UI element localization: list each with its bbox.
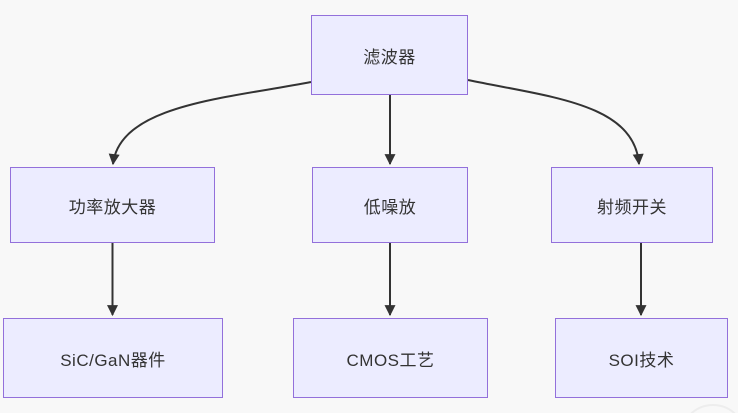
- node-rf-switch: 射频开关: [551, 167, 713, 243]
- node-lna: 低噪放: [312, 167, 468, 243]
- node-filter: 滤波器: [311, 15, 468, 95]
- node-power-amplifier-label: 功率放大器: [68, 197, 157, 217]
- edge-filter-to-rf-switch: [467, 79, 644, 166]
- node-lna-label: 低噪放: [363, 197, 417, 217]
- node-sic-gan-devices-label: SiC/GaN器件: [60, 350, 166, 370]
- watermark-circle-icon: [690, 404, 736, 413]
- node-power-amplifier: 功率放大器: [10, 167, 215, 243]
- node-cmos-process-label: CMOS工艺: [346, 350, 435, 370]
- node-filter-label: 滤波器: [363, 47, 416, 67]
- node-soi-technology: SOI技术: [555, 318, 728, 398]
- node-sic-gan-devices: SiC/GaN器件: [3, 318, 223, 398]
- node-soi-technology-label: SOI技术: [608, 350, 675, 370]
- edge-filter-to-power-amplifier: [108, 81, 312, 166]
- node-cmos-process: CMOS工艺: [293, 318, 488, 398]
- node-rf-switch-label: 射频开关: [597, 197, 667, 217]
